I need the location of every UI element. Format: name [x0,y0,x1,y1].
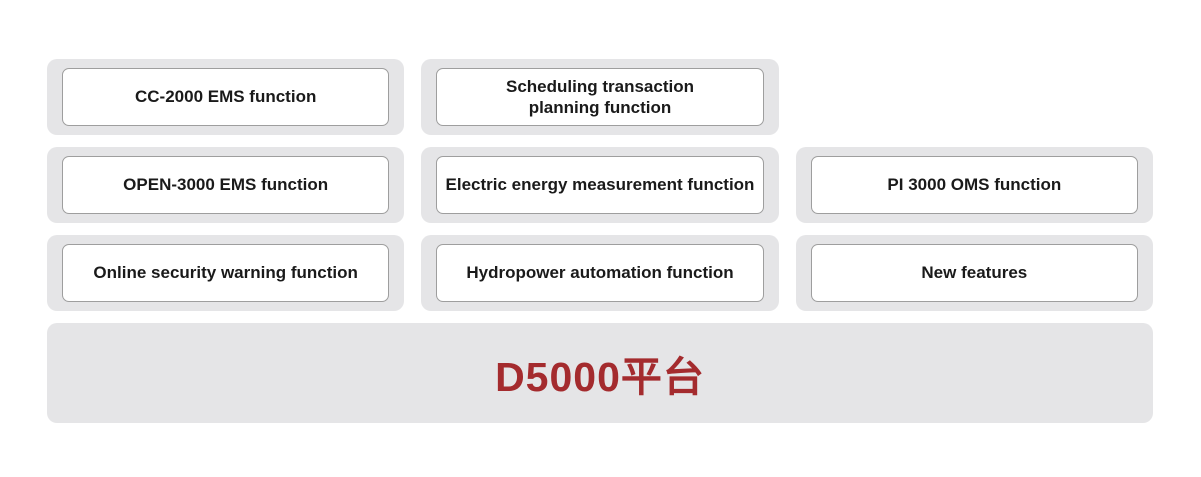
platform-label: D5000平台 [495,354,705,400]
function-label: CC-2000 EMS function [134,87,317,107]
function-label: PI 3000 OMS function [887,175,1062,195]
function-label: Electric energy measurement function [445,175,755,195]
function-card-online-security-warning: Online security warning function [47,235,405,311]
function-box-open3000-ems: OPEN-3000 EMS function [62,156,390,214]
function-box-cc2000-ems: CC-2000 EMS function [62,68,390,126]
function-box-pi3000-oms: PI 3000 OMS function [810,156,1138,214]
function-label: Online security warning function [93,263,358,283]
empty-cell [796,59,1153,135]
function-card-open3000-ems: OPEN-3000 EMS function [47,147,405,223]
function-card-electric-energy-measurement: Electric energy measurement function [421,147,779,223]
function-label: OPEN-3000 EMS function [123,175,329,195]
function-box-online-security-warning: Online security warning function [62,244,390,302]
function-card-scheduling-transaction: Scheduling transaction planning function [421,59,779,135]
function-card-hydropower-automation: Hydropower automation function [421,235,779,311]
function-label: Scheduling transaction planning function [506,76,694,117]
diagram-content: CC-2000 EMS function Scheduling transact… [47,59,1153,423]
function-box-new-features: New features [810,244,1138,302]
function-box-hydropower-automation: Hydropower automation function [436,244,764,302]
function-label: Hydropower automation function [466,263,734,283]
function-card-cc2000-ems: CC-2000 EMS function [47,59,405,135]
function-grid: CC-2000 EMS function Scheduling transact… [47,59,1153,311]
function-card-new-features: New features [795,235,1153,311]
function-label: New features [921,263,1028,283]
function-card-pi3000-oms: PI 3000 OMS function [795,147,1153,223]
function-box-electric-energy-measurement: Electric energy measurement function [436,156,764,214]
platform-bar: D5000平台 [47,323,1153,423]
function-box-scheduling-transaction: Scheduling transaction planning function [436,68,764,126]
